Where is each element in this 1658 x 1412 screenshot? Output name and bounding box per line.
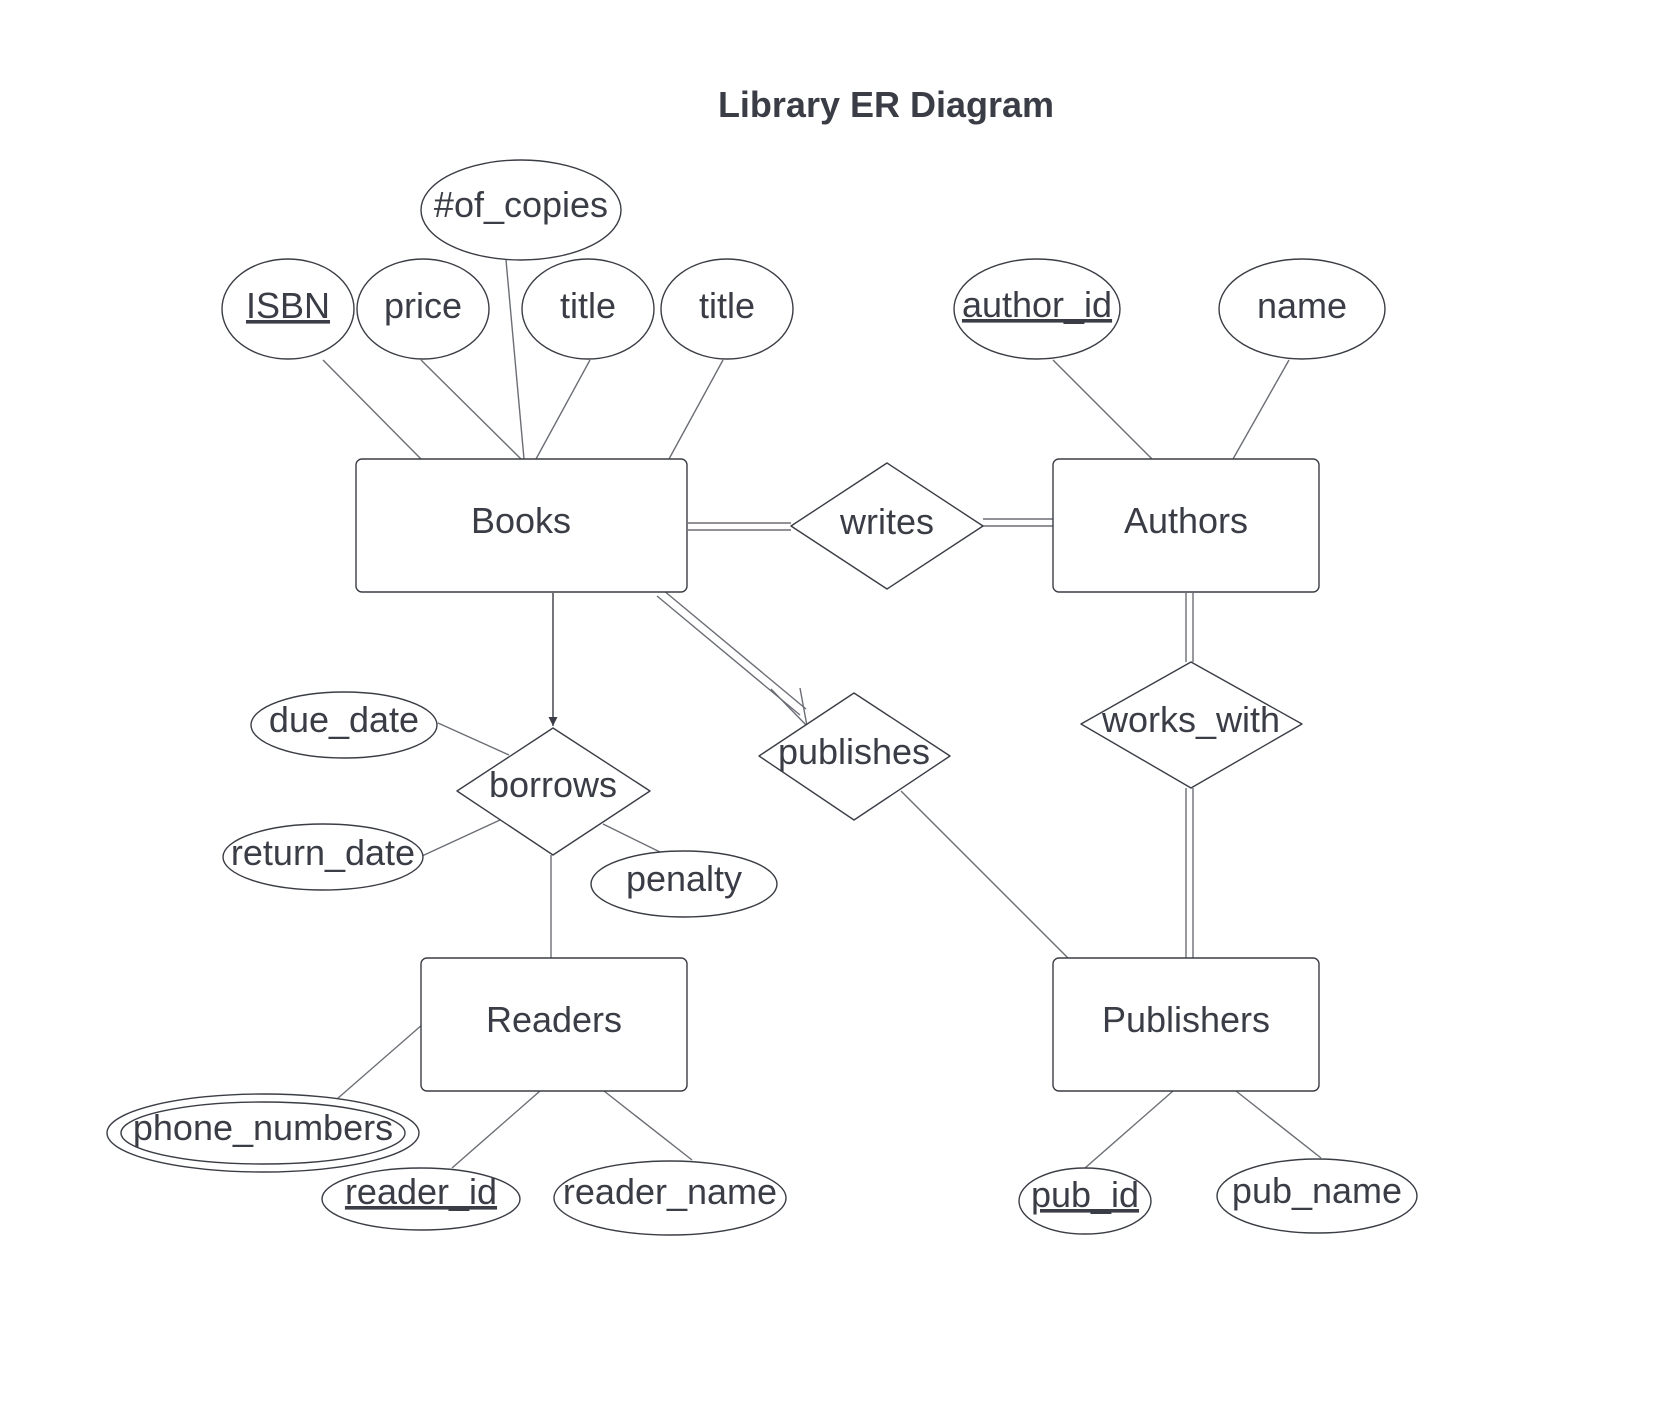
connectors — [322, 259, 1322, 1169]
connector-books-publishes-arrowhead — [770, 687, 809, 729]
attribute-due-date-ellipse — [250, 691, 438, 759]
connector-penalty-borrows — [602, 823, 663, 854]
relationship-writes[interactable]: writes — [790, 462, 984, 590]
attribute-pub-name-ellipse — [1216, 1158, 1418, 1234]
entity-books-box — [355, 458, 688, 593]
connector-title2-books — [668, 359, 724, 460]
connector-books-publishes-b — [662, 589, 807, 710]
attribute-phone-numbers-label: phone_numbers — [133, 1107, 393, 1148]
connector-copies-books — [505, 259, 525, 460]
entity-authors-label: Authors — [1124, 500, 1248, 541]
relationship-borrows-label: borrows — [489, 764, 617, 805]
attribute-due-date[interactable]: due_date — [250, 691, 438, 759]
connector-title1-books — [535, 359, 591, 460]
attribute-price-ellipse — [356, 258, 490, 360]
connector-publishes-publishers — [900, 790, 1069, 959]
entity-publishers-label: Publishers — [1102, 999, 1270, 1040]
entity-authors-box — [1052, 458, 1320, 593]
attribute-author-id-ellipse — [953, 258, 1121, 360]
connector-isbn-books — [322, 359, 422, 460]
attribute-reader-id-label: reader_id — [345, 1171, 497, 1212]
attribute-phone-numbers-inner-ellipse — [120, 1101, 406, 1165]
entity-publishers[interactable]: Publishers — [1052, 957, 1320, 1092]
attribute-name[interactable]: name — [1218, 258, 1386, 360]
entity-readers[interactable]: Readers — [420, 957, 688, 1092]
connector-price-books — [420, 359, 522, 460]
attribute-title-1-ellipse — [521, 258, 655, 360]
attribute-copies-label: #of_copies — [434, 184, 608, 225]
attribute-copies[interactable]: #of_copies — [420, 159, 622, 261]
attribute-pub-id-label: pub_id — [1031, 1174, 1139, 1215]
attribute-pub-id-ellipse — [1018, 1167, 1152, 1235]
relationship-works-with-label: works_with — [1101, 699, 1280, 740]
entity-readers-box — [420, 957, 688, 1092]
attribute-reader-name[interactable]: reader_name — [553, 1160, 787, 1236]
relationship-writes-label: writes — [839, 501, 934, 542]
connector-returndate-borrows — [421, 819, 501, 857]
entity-books-label: Books — [471, 500, 571, 541]
attribute-title-1[interactable]: title — [521, 258, 655, 360]
attribute-reader-id-ellipse — [321, 1167, 521, 1231]
entity-readers-label: Readers — [486, 999, 622, 1040]
attribute-title-2-ellipse — [660, 258, 794, 360]
attribute-author-id-label: author_id — [962, 284, 1112, 325]
attribute-penalty[interactable]: penalty — [590, 850, 778, 918]
relationship-borrows-diamond — [456, 727, 651, 856]
connector-publishers-pubid — [1084, 1090, 1174, 1169]
relationship-writes-diamond — [790, 462, 984, 590]
attribute-phone-numbers[interactable]: phone_numbers — [106, 1093, 420, 1173]
attribute-pub-name[interactable]: pub_name — [1216, 1158, 1418, 1234]
relationship-works-with[interactable]: works_with — [1080, 661, 1303, 789]
attribute-return-date-label: return_date — [231, 832, 415, 873]
attribute-reader-id[interactable]: reader_id — [321, 1167, 521, 1231]
attribute-return-date-ellipse — [222, 823, 424, 891]
attribute-isbn-label: ISBN — [246, 285, 330, 326]
connector-readers-readername — [603, 1090, 693, 1161]
attribute-price-label: price — [384, 285, 462, 326]
attribute-price[interactable]: price — [356, 258, 490, 360]
attribute-author-id[interactable]: author_id — [953, 258, 1121, 360]
attribute-copies-ellipse — [420, 159, 622, 261]
connector-readers-phonenumbers — [336, 1023, 424, 1100]
diagram-title: Library ER Diagram — [718, 84, 1054, 125]
attribute-title-1-label: title — [560, 285, 616, 326]
attribute-title-2[interactable]: title — [660, 258, 794, 360]
connector-readers-readerid — [451, 1090, 541, 1169]
attribute-pub-id[interactable]: pub_id — [1018, 1167, 1152, 1235]
relationship-publishes[interactable]: publishes — [758, 692, 951, 821]
relationship-works-with-diamond — [1080, 661, 1303, 789]
attribute-title-2-label: title — [699, 285, 755, 326]
entity-authors[interactable]: Authors — [1052, 458, 1320, 593]
relationship-borrows[interactable]: borrows — [456, 727, 651, 856]
entity-publishers-box — [1052, 957, 1320, 1092]
attribute-isbn-ellipse — [221, 258, 355, 360]
attribute-penalty-ellipse — [590, 850, 778, 918]
attribute-isbn[interactable]: ISBN — [221, 258, 355, 360]
connector-publishers-pubname — [1235, 1090, 1322, 1159]
attribute-reader-name-label: reader_name — [563, 1171, 777, 1212]
attribute-penalty-label: penalty — [626, 858, 742, 899]
connector-duedate-borrows — [437, 722, 510, 756]
connector-name-authors — [1232, 359, 1290, 460]
attribute-return-date[interactable]: return_date — [222, 823, 424, 891]
relationship-publishes-label: publishes — [778, 731, 930, 772]
attribute-name-label: name — [1257, 285, 1347, 326]
attribute-pub-name-label: pub_name — [1232, 1170, 1402, 1211]
entity-books[interactable]: Books — [355, 458, 688, 593]
attribute-due-date-label: due_date — [269, 699, 419, 740]
attribute-name-ellipse — [1218, 258, 1386, 360]
connector-authorid-authors — [1052, 359, 1153, 460]
attribute-reader-name-ellipse — [553, 1160, 787, 1236]
relationship-publishes-diamond — [758, 692, 951, 821]
